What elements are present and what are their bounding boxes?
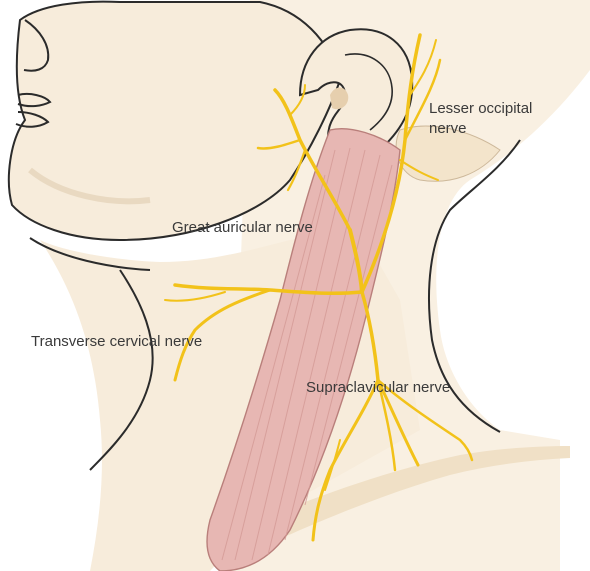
- lesser-occipital-nerve-label: Lesser occipital nerve: [429, 99, 532, 139]
- transverse-cervical-nerve-label: Transverse cervical nerve: [31, 332, 202, 352]
- supraclavicular-nerve-label: Supraclavicular nerve: [306, 378, 450, 398]
- lesser-occipital-label-line-2: nerve: [429, 119, 532, 139]
- great-auricular-nerve-label: Great auricular nerve: [172, 218, 313, 238]
- lesser-occipital-label-line-1: Lesser occipital: [429, 99, 532, 119]
